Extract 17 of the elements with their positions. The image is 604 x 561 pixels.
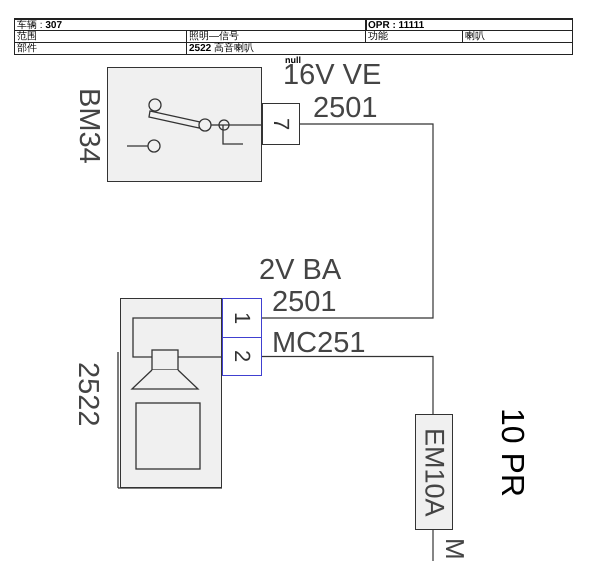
wire-label: 2V BA: [259, 256, 342, 285]
wire-label: MC251: [272, 329, 366, 358]
fuse-rating: 10 PR: [498, 408, 527, 497]
table-cell: OPR : 11111: [365, 18, 573, 31]
component-code: BM34: [74, 88, 103, 164]
pin-number: 7: [262, 103, 300, 145]
component-code: 2522: [73, 362, 102, 427]
pin-number: 1: [222, 298, 262, 338]
wire: [262, 123, 434, 319]
pin-number: 2: [222, 337, 262, 376]
wire: [432, 530, 434, 561]
wire-label: 2501: [313, 94, 378, 123]
ground-label: M: [440, 538, 469, 560]
note-text: null: [285, 55, 301, 65]
fuse-box: EM10A: [415, 414, 453, 530]
wire-label: 2501: [272, 288, 337, 317]
wire: [262, 356, 434, 414]
